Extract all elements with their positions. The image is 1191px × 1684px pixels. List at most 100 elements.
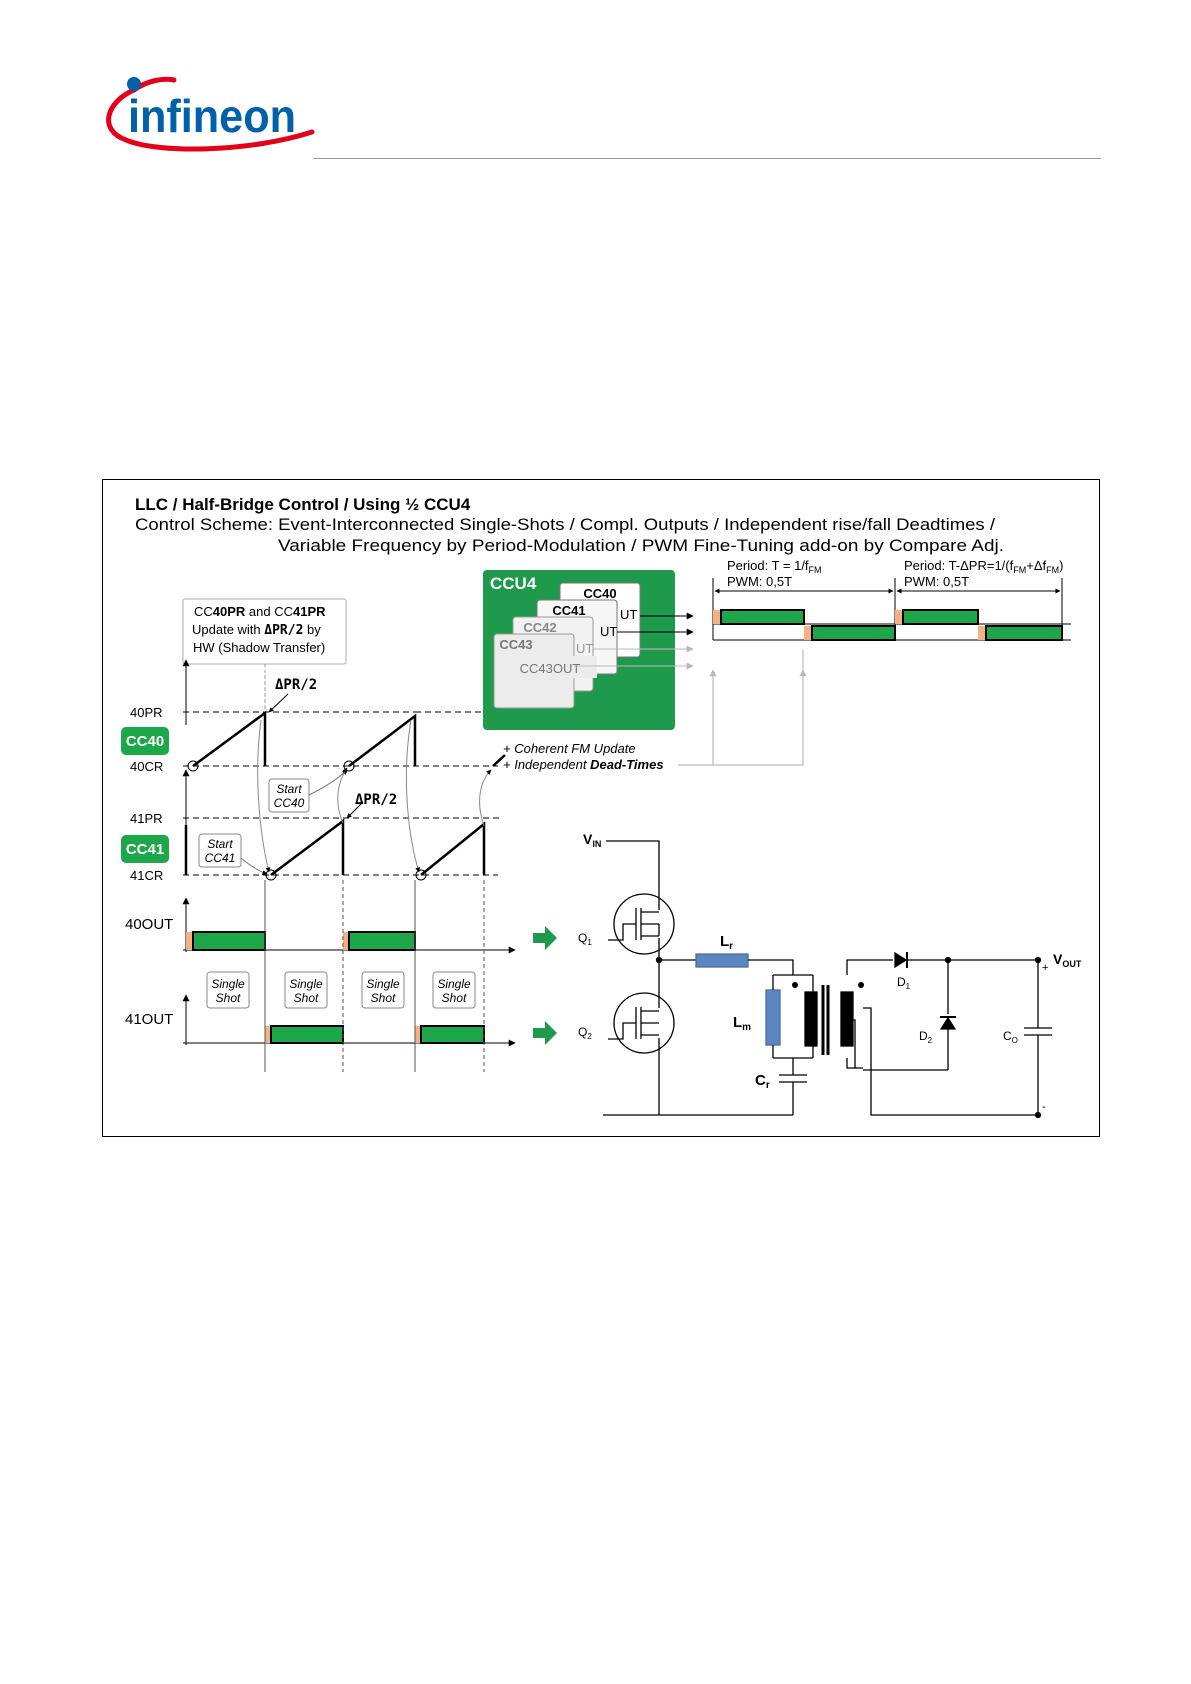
out41-deadtime-2 [415, 1026, 421, 1043]
slice-cc40-out: UT [620, 607, 637, 622]
logo-swoosh [106, 87, 315, 152]
cc43out-label: CC43OUT [520, 661, 581, 676]
figure-subtitle-2: Variable Frequency by Period-Modulation … [278, 536, 1004, 555]
q2-label: Q2 [578, 1025, 592, 1041]
note-hw-shadow: HW (Shadow Transfer) [193, 640, 325, 655]
slice-cc40-label: CC40 [583, 586, 616, 601]
svg-text:Update with ΔPR/2 by: Update with ΔPR/2 by [192, 622, 321, 638]
figure-subtitle-1: Control Scheme: Event-Interconnected Sin… [135, 515, 995, 534]
label-40cr: 40CR [130, 759, 163, 774]
logo-wordmark: infineon [128, 90, 296, 142]
single-shot-2-line1: Single [289, 977, 323, 991]
q2-mosfet [613, 992, 675, 1054]
delta-pr-label-1: ΔPR/2 [275, 677, 317, 693]
single-shot-3-line2: Shot [371, 991, 396, 1005]
label-41out: 41OUT [125, 1011, 173, 1028]
single-shot-1-line2: Shot [216, 991, 241, 1005]
label-40out: 40OUT [125, 916, 173, 933]
note-40pr: 40PR [213, 604, 246, 619]
slice-cc43-label: CC43 [499, 637, 532, 652]
cc40-ramp-1 [192, 710, 267, 768]
event-interconnect-arrows [257, 719, 492, 873]
slice-cc41-label: CC41 [552, 603, 585, 618]
lr-label: Lr [720, 933, 733, 952]
d2-diode [939, 1016, 957, 1030]
note-cc-a: CC [194, 604, 213, 619]
d2-label: D2 [919, 1029, 933, 1045]
vout-plus: + [1042, 962, 1048, 974]
logo-dot [127, 77, 141, 91]
label-40pr: 40PR [130, 705, 163, 720]
start-cc40-line1: Start [276, 782, 302, 796]
cc41-badge [121, 835, 169, 863]
infineon-logo: infineon [106, 76, 315, 152]
label-41pr: 41PR [130, 811, 163, 826]
cc41-timer-waveform: ΔPR/2 41PR CC41 41CR [121, 769, 503, 883]
note-and: and CC [245, 604, 293, 619]
timing-markers [264, 880, 485, 1072]
cc41-badge-text: CC41 [126, 841, 164, 858]
flow-arrow-41out [533, 1021, 557, 1045]
start-cc41-line2: CC41 [205, 851, 236, 865]
cc41-ramp-2 [420, 821, 486, 876]
period-1-label: Period: T = 1/fFM [727, 558, 822, 575]
note-41pr: 41PR [293, 604, 326, 619]
d1-diode [894, 951, 908, 969]
cc40-badge [121, 727, 169, 755]
start-cc40-line2: CC40 [274, 796, 305, 810]
ccu4-note-2: + Independent Dead-Times [503, 757, 664, 772]
top-out40-deadtime-2 [895, 610, 903, 624]
single-shot-3-line1: Single [366, 977, 400, 991]
single-shot-2-line2: Shot [294, 991, 319, 1005]
top-out41-deadtime-1 [804, 626, 812, 640]
transformer-primary [804, 991, 818, 1047]
single-shot-1-line1: Single [211, 977, 245, 991]
cc40-ramp-2 [348, 713, 417, 767]
out40-pulse-1 [192, 931, 266, 951]
out41-pulse-1 [270, 1025, 344, 1044]
out40-waveform: 40OUT [125, 897, 516, 954]
single-shot-4-line2: Shot [442, 991, 467, 1005]
shadow-transfer-note: CC40PR and CC41PR Update with ΔPR/2 by H… [182, 598, 347, 718]
top-out40-deadtime-1 [713, 610, 721, 624]
flow-arrow-40out [533, 926, 557, 950]
svg-text:CC40PR and CC41PR: CC40PR and CC41PR [194, 604, 326, 619]
lr-inductor [695, 953, 749, 968]
ccu4-note-1: + Coherent FM Update [503, 741, 636, 756]
out40-pulse-2 [348, 931, 416, 951]
note-delta: ΔPR/2 [264, 623, 303, 638]
vin-label: VIN [583, 831, 601, 849]
label-41cr: 41CR [130, 868, 163, 883]
note-update-with: Update with [192, 622, 264, 637]
flow-arrows [533, 926, 557, 1045]
d1-label: D1 [897, 975, 911, 991]
slice-cc42-out: UT [576, 641, 593, 656]
period-1-pwm: PWM: 0,5T [727, 574, 792, 589]
cc40-timer-waveform: ΔPR/2 40PR CC40 40CR [121, 659, 506, 774]
top-out40-pulse-1 [720, 609, 805, 625]
note-by: by [303, 622, 321, 637]
single-shot-4-line1: Single [437, 977, 471, 991]
period-2-label: Period: T-ΔPR=1/(fFM+ΔfFM) [904, 558, 1063, 575]
slice-cc42-label: CC42 [523, 620, 556, 635]
lm-inductor [765, 989, 781, 1046]
top-out40-pulse-2 [902, 609, 979, 625]
vout-label: VOUT [1053, 951, 1082, 969]
cc41-ramp-1 [270, 818, 345, 876]
ccu4-title: CCU4 [490, 574, 537, 593]
top-out41-deadtime-2 [978, 626, 986, 640]
top-out41-pulse-1 [811, 625, 896, 641]
start-cc40-note: Start CC40 [268, 769, 348, 813]
q1-mosfet [613, 893, 675, 955]
header-rule [313, 158, 1101, 159]
single-shot-labels: Single Shot Single Shot Single Shot Sing… [206, 971, 476, 1009]
cc40-badge-text: CC40 [126, 733, 164, 750]
transformer-secondary [840, 991, 854, 1047]
period-timing: Period: T = 1/fFM PWM: 0,5T Period: T-ΔP… [712, 558, 1071, 641]
top-out41-pulse-2 [985, 625, 1063, 641]
llc-control-figure: LLC / Half-Bridge Control / Using ½ CCU4… [102, 479, 1100, 1137]
lm-label: Lm [733, 1014, 751, 1033]
llc-circuit: VIN Q1 Q2 Lr Lm [578, 831, 1082, 1119]
q1-label: Q1 [578, 931, 592, 947]
ccu4-block: CCU4 CC40 UT CC41 UT CC42 UT CC43 CC43OU… [483, 570, 807, 772]
